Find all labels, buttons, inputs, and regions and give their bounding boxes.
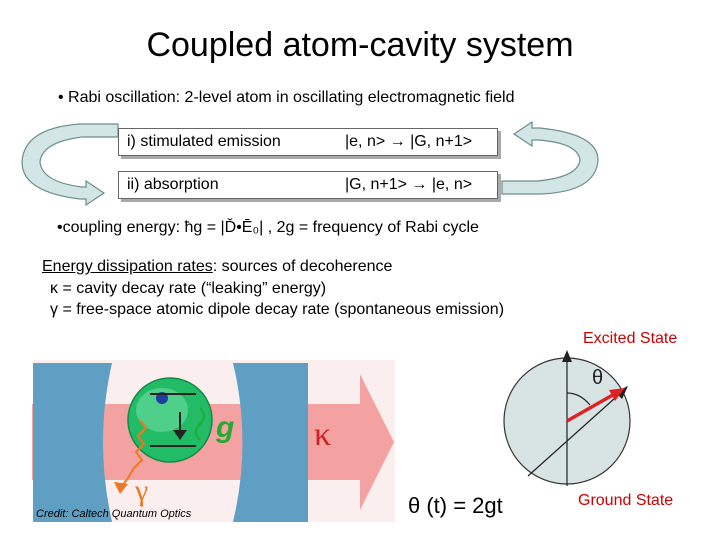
gamma-definition: γ = free-space atomic dipole decay rate … — [50, 301, 505, 318]
kappa-label: κ — [314, 416, 331, 453]
process-transition: |e, n> → |G, n+1> — [345, 133, 473, 150]
left-cycle-arrow — [21, 123, 119, 207]
dissipation-heading-suffix: : sources of decoherence — [212, 258, 393, 275]
coupling-wave — [195, 407, 205, 441]
coupling-g-label: g — [215, 411, 234, 444]
page-title: Coupled atom-cavity system — [146, 26, 574, 64]
vertical-axis-arrowhead — [562, 350, 572, 362]
excited-state-label: Excited State — [583, 330, 678, 347]
theta-arc — [566, 392, 591, 406]
image-credit: Credit: Caltech Quantum Optics — [36, 508, 192, 520]
diagonal-axis — [527, 389, 625, 477]
dissipation-heading: Energy dissipation rates: sources of dec… — [42, 258, 392, 276]
spontaneous-emission-arrowhead — [114, 482, 128, 494]
state-vector-arrowhead — [609, 388, 625, 401]
process-name: ii) absorption — [127, 176, 219, 193]
atom-decay-arrowhead — [173, 430, 187, 440]
atom-highlight — [136, 388, 188, 432]
process-transition: |G, n+1> → |e, n> — [345, 176, 473, 193]
process-box-absorption: ii) absorption |G, n+1> → |e, n> — [118, 171, 498, 199]
state-vector — [566, 390, 619, 423]
ground-state-label: Ground State — [578, 492, 674, 509]
theta-symbol: θ — [592, 367, 603, 389]
process-box-stimulated-emission: i) stimulated emission |e, n> → |G, n+1> — [118, 128, 498, 156]
rabi-angle-equation: θ (t) = 2gt — [408, 493, 503, 518]
kappa-definition: κ = cavity decay rate (“leaking” energy) — [50, 280, 327, 297]
dissipation-heading-title: Energy dissipation rates — [42, 258, 213, 275]
spontaneous-emission-wave — [121, 419, 148, 487]
coupling-bullet: •coupling energy: ħg = |Ď•Ē₀| , 2g = fre… — [57, 219, 479, 236]
mirror-right — [233, 363, 308, 522]
right-cycle-arrow — [501, 120, 599, 195]
rabi-bullet: • Rabi oscillation: 2-level atom in osci… — [58, 89, 515, 106]
process-name: i) stimulated emission — [127, 133, 281, 150]
mirror-left — [33, 363, 112, 522]
gamma-label: γ — [134, 474, 148, 507]
